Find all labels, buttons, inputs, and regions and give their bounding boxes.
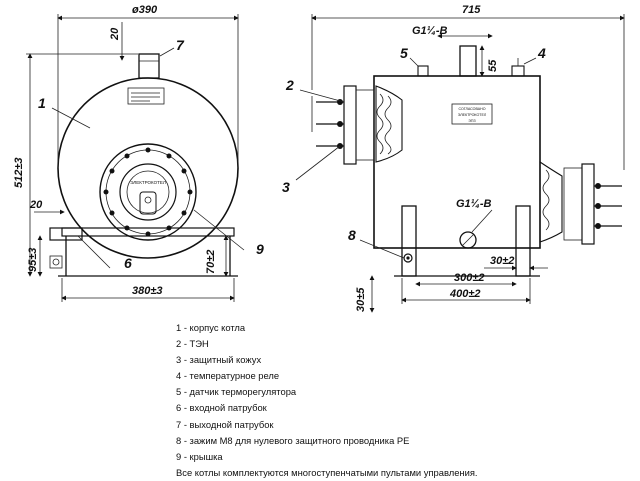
side-plate-line-1: СОГЛАСОВАНО — [458, 107, 485, 111]
thermostat-sensor — [417, 65, 429, 77]
side-plate-line-3: ЭПЗ — [468, 119, 475, 123]
legend-item: 6 - входной патрубок — [176, 402, 267, 414]
parts-legend: 1 - корпус котла 2 - ТЭН 3 - защитный ко… — [176, 320, 478, 481]
side-nameplate — [451, 103, 493, 125]
legend-item: 5 - датчик терморегулятора — [176, 386, 297, 398]
callout-2: 2 — [285, 77, 294, 93]
dim-thread-side: G1¼-B — [456, 198, 492, 210]
callout-3: 3 — [282, 179, 290, 195]
boiler-body-front — [57, 77, 239, 259]
side-outlet-pipe — [459, 45, 477, 77]
legend-item: 4 - температурное реле — [176, 370, 280, 382]
side-plate-line-2: ЭЛЕКТРОКОТЕЛ — [458, 113, 487, 117]
legend-item: 3 - защитный кожух — [176, 354, 262, 366]
foot-left — [401, 205, 417, 277]
dim-foot-span-inner: 300±2 — [454, 272, 485, 284]
callout-1: 1 — [38, 95, 46, 111]
dim-bottom-offset: 30±5 — [355, 287, 367, 312]
front-nameplate — [127, 87, 165, 105]
dim-length: 715 — [462, 4, 481, 16]
boiler-body-side — [373, 75, 541, 249]
callout-7: 7 — [176, 37, 185, 53]
callout-8: 8 — [348, 227, 356, 243]
dim-thread-top: G1¼-B — [412, 25, 448, 37]
cover-flange — [99, 143, 197, 241]
heater-cluster-left — [311, 85, 403, 165]
callout-5: 5 — [400, 45, 408, 61]
dim-foot-span-outer: 400±2 — [449, 288, 481, 300]
dim-diameter: ø390 — [132, 4, 158, 16]
dim-foot-inner: 30±2 — [490, 255, 514, 267]
side-inlet-port — [459, 231, 477, 249]
dim-inlet-height: 95±3 — [27, 248, 39, 272]
dim-foot-height: 70±2 — [205, 250, 217, 274]
temperature-relay — [511, 65, 525, 77]
dim-port-height: 55 — [487, 59, 499, 72]
callout-6: 6 — [124, 255, 132, 271]
legend-item: 8 - зажим М8 для нулевого защитного пров… — [176, 434, 410, 446]
legend-note: Все котлы комплектуются многоступенчатым… — [176, 466, 478, 478]
inlet-pipe — [49, 227, 83, 241]
side-view: СОГЛАСОВАНО ЭЛЕКТРОКОТЕЛ ЭПЗ — [282, 4, 625, 313]
boiler-technical-drawing: ЭЛЕКТРОКОТЕЛ ø390 20 512±3 95±3 — [13, 4, 625, 313]
front-view: ЭЛЕКТРОКОТЕЛ ø390 20 512±3 95±3 — [13, 4, 264, 302]
outlet-pipe — [138, 53, 160, 79]
legend-item: 1 - корпус котла — [176, 322, 246, 333]
dim-side-offset: 20 — [29, 199, 43, 211]
dim-height: 512±3 — [13, 157, 25, 188]
base-frame-front — [61, 227, 235, 237]
heater-cluster-right — [539, 160, 622, 245]
legend-item: 7 - выходной патрубок — [176, 418, 274, 430]
callout-9: 9 — [256, 241, 264, 257]
front-nameplate-text: ЭЛЕКТРОКОТЕЛ — [130, 180, 166, 185]
dim-outlet-offset: 20 — [109, 27, 121, 41]
legend-item: 2 - ТЭН — [176, 338, 209, 350]
legend-item: 9 - крышка — [176, 450, 223, 462]
dim-base-width: 380±3 — [132, 285, 163, 297]
foot-right — [515, 205, 531, 277]
callout-4: 4 — [537, 45, 546, 61]
